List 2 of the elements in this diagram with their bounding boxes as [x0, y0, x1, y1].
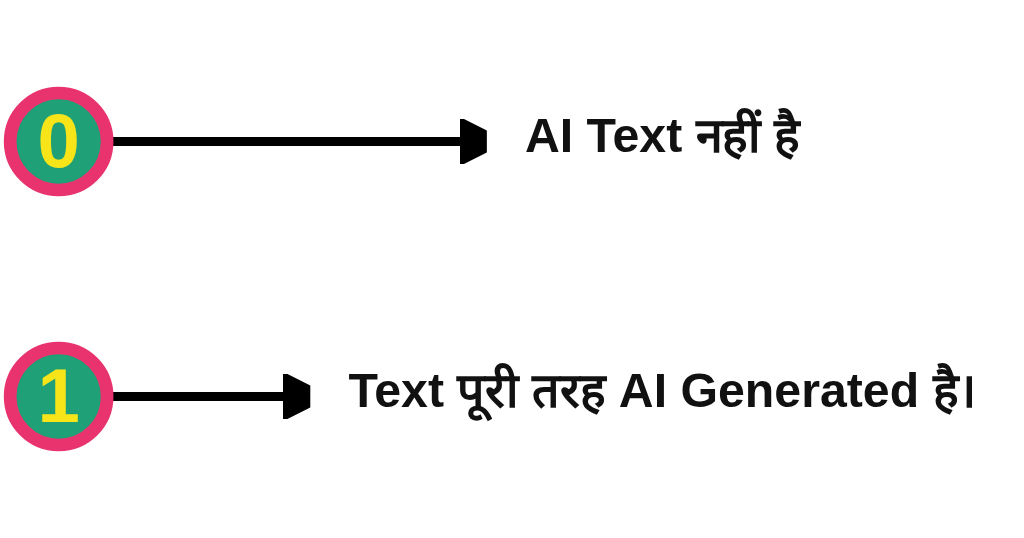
- node-circle: 1: [3, 341, 114, 452]
- node-circle: 0: [3, 86, 114, 197]
